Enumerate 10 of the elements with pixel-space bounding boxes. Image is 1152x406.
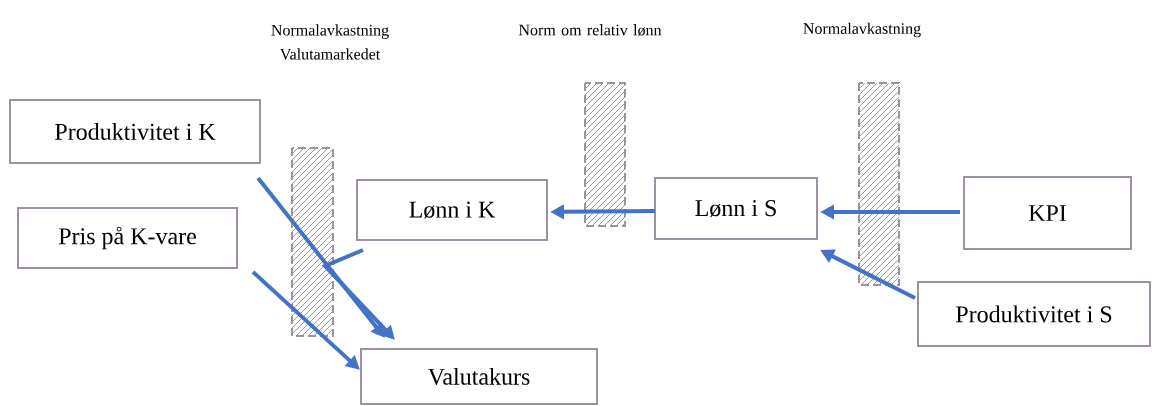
- text-box: Produktivitet i S: [917, 281, 1151, 347]
- text-box: Lønn i K: [356, 179, 548, 241]
- wall-label: Norm om relativ lønn: [518, 24, 662, 36]
- wall-label: Normalavkastning: [803, 22, 921, 38]
- text-box: Pris på K-vare: [17, 207, 238, 269]
- text-box: Valutakurs: [360, 348, 598, 405]
- wall-label: Normalavkastning Valutamarkedet: [271, 24, 389, 60]
- text-box: Produktivitet i K: [9, 99, 261, 164]
- text-box: KPI: [963, 176, 1132, 250]
- text-box: Lønn i S: [654, 177, 818, 240]
